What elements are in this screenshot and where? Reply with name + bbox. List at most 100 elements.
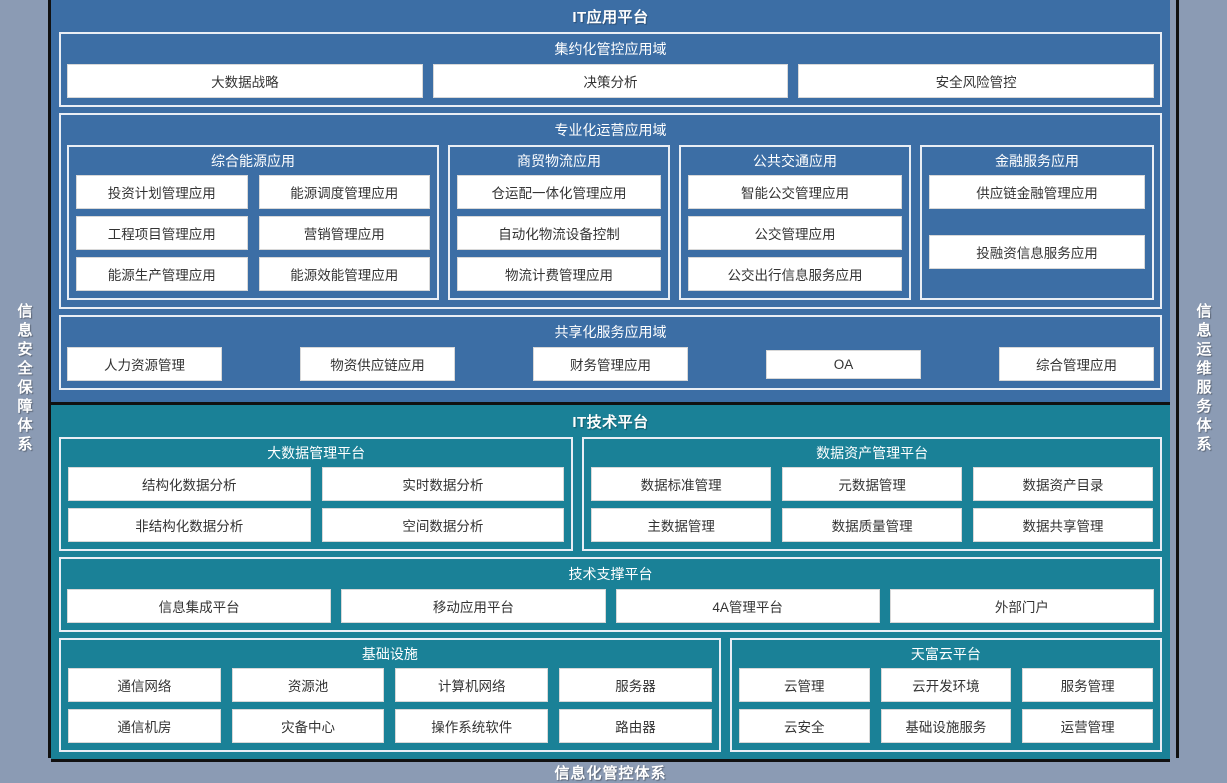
group-public-transport: 公共交通应用 智能公交管理应用 公交管理应用 公交出行信息服务应用 [679, 145, 911, 300]
chip-investment-plan-management[interactable]: 投资计划管理应用 [76, 175, 248, 209]
it-application-platform-title: IT应用平台 [572, 9, 649, 26]
chip-service-management[interactable]: 服务管理 [1022, 668, 1153, 702]
group-tianfu-cloud-platform-title: 天富云平台 [910, 646, 981, 662]
chip-cloud-management[interactable]: 云管理 [738, 668, 870, 702]
it-technology-platform: IT技术平台 大数据管理平台 结构化数据分析 实时数据分析 非结构化数据分析 空… [51, 402, 1170, 759]
group-big-data-management-title: 大数据管理平台 [267, 445, 366, 461]
chip-realtime-data-analysis[interactable]: 实时数据分析 [321, 467, 565, 501]
group-big-data-management: 大数据管理平台 结构化数据分析 实时数据分析 非结构化数据分析 空间数据分析 [59, 437, 574, 551]
group-technical-support-platform-title: 技术支撑平台 [568, 566, 653, 582]
chip-unstructured-data-analysis[interactable]: 非结构化数据分析 [68, 508, 311, 542]
domain-professional-operations-title: 专业化运营应用域 [554, 122, 667, 138]
chip-operation-management[interactable]: 运营管理 [1022, 709, 1153, 743]
footer-label: 信息化管控体系 [554, 765, 667, 782]
chip-investment-financing-information-service[interactable]: 投融资信息服务应用 [929, 235, 1145, 269]
it-application-platform: IT应用平台 集约化管控应用域 大数据战略 决策分析 安全风险管控 专业化运营应… [51, 0, 1170, 402]
chip-material-supply-chain[interactable]: 物资供应链应用 [300, 347, 455, 381]
chip-human-resource-management[interactable]: 人力资源管理 [67, 347, 222, 381]
group-trade-logistics-title: 商贸物流应用 [517, 153, 601, 169]
footer-information-management-system: 信息化管控体系 [51, 759, 1170, 783]
domain-shared-services-items: 人力资源管理 物资供应链应用 财务管理应用 OA 综合管理应用 [67, 347, 1154, 381]
chip-big-data-strategy[interactable]: 大数据战略 [67, 64, 423, 98]
chip-disaster-recovery-center[interactable]: 灾备中心 [231, 709, 385, 743]
chip-communication-room[interactable]: 通信机房 [68, 709, 221, 743]
chip-data-asset-catalog[interactable]: 数据资产目录 [973, 467, 1153, 501]
chip-oa[interactable]: OA [766, 349, 921, 379]
right-rail-label: 信息运维服务体系 [1194, 303, 1212, 455]
chip-smart-bus-management[interactable]: 智能公交管理应用 [688, 175, 902, 209]
chip-marketing-management[interactable]: 营销管理应用 [258, 216, 430, 250]
group-infrastructure: 基础设施 通信网络 资源池 计算机网络 服务器 通信机房 灾备中心 操作系统软件… [59, 638, 721, 752]
chip-bus-management[interactable]: 公交管理应用 [688, 216, 902, 250]
it-technology-platform-title: IT技术平台 [572, 414, 649, 431]
chip-engineering-project-management[interactable]: 工程项目管理应用 [76, 216, 248, 250]
domain-professional-operations: 专业化运营应用域 综合能源应用 投资计划管理应用 能源调度管理应用 工程项目管理… [59, 113, 1162, 309]
chip-infrastructure-service[interactable]: 基础设施服务 [880, 709, 1012, 743]
chip-logistics-billing-management[interactable]: 物流计费管理应用 [457, 257, 661, 291]
chip-operating-system-software[interactable]: 操作系统软件 [395, 709, 549, 743]
chip-router[interactable]: 路由器 [559, 709, 712, 743]
group-technical-support-platform-items: 信息集成平台 移动应用平台 4A管理平台 外部门户 [67, 589, 1154, 623]
group-data-asset-management-items: 数据标准管理 元数据管理 数据资产目录 主数据管理 数据质量管理 数据共享管理 [591, 467, 1153, 542]
group-big-data-management-items: 结构化数据分析 实时数据分析 非结构化数据分析 空间数据分析 [68, 467, 565, 542]
chip-4a-management-platform[interactable]: 4A管理平台 [615, 589, 880, 623]
chip-server[interactable]: 服务器 [559, 668, 712, 702]
domain-intensive-management-title: 集约化管控应用域 [554, 41, 667, 57]
chip-security-risk-control[interactable]: 安全风险管控 [798, 64, 1155, 98]
group-infrastructure-items: 通信网络 资源池 计算机网络 服务器 通信机房 灾备中心 操作系统软件 路由器 [68, 668, 712, 743]
group-data-asset-management: 数据资产管理平台 数据标准管理 元数据管理 数据资产目录 主数据管理 数据质量管… [582, 437, 1162, 551]
domain-shared-services-title: 共享化服务应用域 [554, 324, 667, 340]
domain-professional-operations-groups: 综合能源应用 投资计划管理应用 能源调度管理应用 工程项目管理应用 营销管理应用… [67, 145, 1154, 300]
group-trade-logistics-items: 仓运配一体化管理应用 自动化物流设备控制 物流计费管理应用 [457, 175, 661, 291]
chip-energy-efficiency-management[interactable]: 能源效能管理应用 [258, 257, 430, 291]
chip-energy-production-management[interactable]: 能源生产管理应用 [76, 257, 248, 291]
diagram-center-column: IT应用平台 集约化管控应用域 大数据战略 决策分析 安全风险管控 专业化运营应… [51, 0, 1170, 783]
group-trade-logistics: 商贸物流应用 仓运配一体化管理应用 自动化物流设备控制 物流计费管理应用 [448, 145, 670, 300]
chip-comprehensive-management[interactable]: 综合管理应用 [999, 347, 1154, 381]
group-tianfu-cloud-platform-items: 云管理 云开发环境 服务管理 云安全 基础设施服务 运营管理 [738, 668, 1153, 743]
chip-external-portal[interactable]: 外部门户 [889, 589, 1154, 623]
left-rail-label: 信息安全保障体系 [15, 303, 33, 455]
chip-automated-logistics-equipment-control[interactable]: 自动化物流设备控制 [457, 216, 661, 250]
chip-finance-management[interactable]: 财务管理应用 [533, 347, 688, 381]
chip-data-sharing-management[interactable]: 数据共享管理 [973, 508, 1153, 542]
group-financial-services: 金融服务应用 供应链金融管理应用 投融资信息服务应用 [920, 145, 1154, 300]
chip-master-data-management[interactable]: 主数据管理 [591, 508, 772, 542]
chip-computer-network[interactable]: 计算机网络 [395, 668, 549, 702]
chip-supply-chain-finance-management[interactable]: 供应链金融管理应用 [929, 175, 1145, 209]
domain-intensive-management: 集约化管控应用域 大数据战略 决策分析 安全风险管控 [59, 32, 1162, 107]
chip-financial-services-spacer [929, 216, 1145, 228]
group-integrated-energy: 综合能源应用 投资计划管理应用 能源调度管理应用 工程项目管理应用 营销管理应用… [67, 145, 439, 300]
chip-integrated-warehouse-transport[interactable]: 仓运配一体化管理应用 [457, 175, 661, 209]
right-rail-it-operations: 信息运维服务体系 [1176, 0, 1227, 758]
chip-information-integration-platform[interactable]: 信息集成平台 [67, 589, 332, 623]
group-financial-services-title: 金融服务应用 [995, 153, 1079, 169]
group-tianfu-cloud-platform: 天富云平台 云管理 云开发环境 服务管理 云安全 基础设施服务 运营管理 [729, 638, 1162, 752]
group-data-asset-management-title: 数据资产管理平台 [816, 445, 929, 461]
group-integrated-energy-title: 综合能源应用 [211, 153, 295, 169]
tech-row-infrastructure: 基础设施 通信网络 资源池 计算机网络 服务器 通信机房 灾备中心 操作系统软件… [59, 638, 1162, 752]
group-integrated-energy-items: 投资计划管理应用 能源调度管理应用 工程项目管理应用 营销管理应用 能源生产管理… [76, 175, 430, 291]
chip-energy-dispatch-management[interactable]: 能源调度管理应用 [258, 175, 430, 209]
chip-cloud-security[interactable]: 云安全 [738, 709, 870, 743]
tech-row-data: 大数据管理平台 结构化数据分析 实时数据分析 非结构化数据分析 空间数据分析 数… [59, 437, 1162, 551]
chip-spatial-data-analysis[interactable]: 空间数据分析 [321, 508, 565, 542]
chip-structured-data-analysis[interactable]: 结构化数据分析 [68, 467, 311, 501]
left-rail-information-security: 信息安全保障体系 [0, 0, 51, 758]
domain-intensive-management-items: 大数据战略 决策分析 安全风险管控 [67, 64, 1155, 98]
chip-data-quality-management[interactable]: 数据质量管理 [782, 508, 963, 542]
group-technical-support-platform: 技术支撑平台 信息集成平台 移动应用平台 4A管理平台 外部门户 [59, 557, 1162, 632]
chip-resource-pool[interactable]: 资源池 [231, 668, 385, 702]
chip-communication-network[interactable]: 通信网络 [68, 668, 221, 702]
chip-data-standard-management[interactable]: 数据标准管理 [591, 467, 772, 501]
domain-shared-services: 共享化服务应用域 人力资源管理 物资供应链应用 财务管理应用 OA 综合管理应用 [59, 315, 1162, 390]
chip-decision-analysis[interactable]: 决策分析 [432, 64, 789, 98]
group-public-transport-items: 智能公交管理应用 公交管理应用 公交出行信息服务应用 [688, 175, 902, 291]
chip-mobile-application-platform[interactable]: 移动应用平台 [341, 589, 606, 623]
group-infrastructure-title: 基础设施 [361, 646, 418, 662]
chip-cloud-development-environment[interactable]: 云开发环境 [880, 668, 1012, 702]
chip-bus-travel-information-service[interactable]: 公交出行信息服务应用 [688, 257, 902, 291]
group-public-transport-title: 公共交通应用 [753, 153, 837, 169]
chip-metadata-management[interactable]: 元数据管理 [782, 467, 963, 501]
